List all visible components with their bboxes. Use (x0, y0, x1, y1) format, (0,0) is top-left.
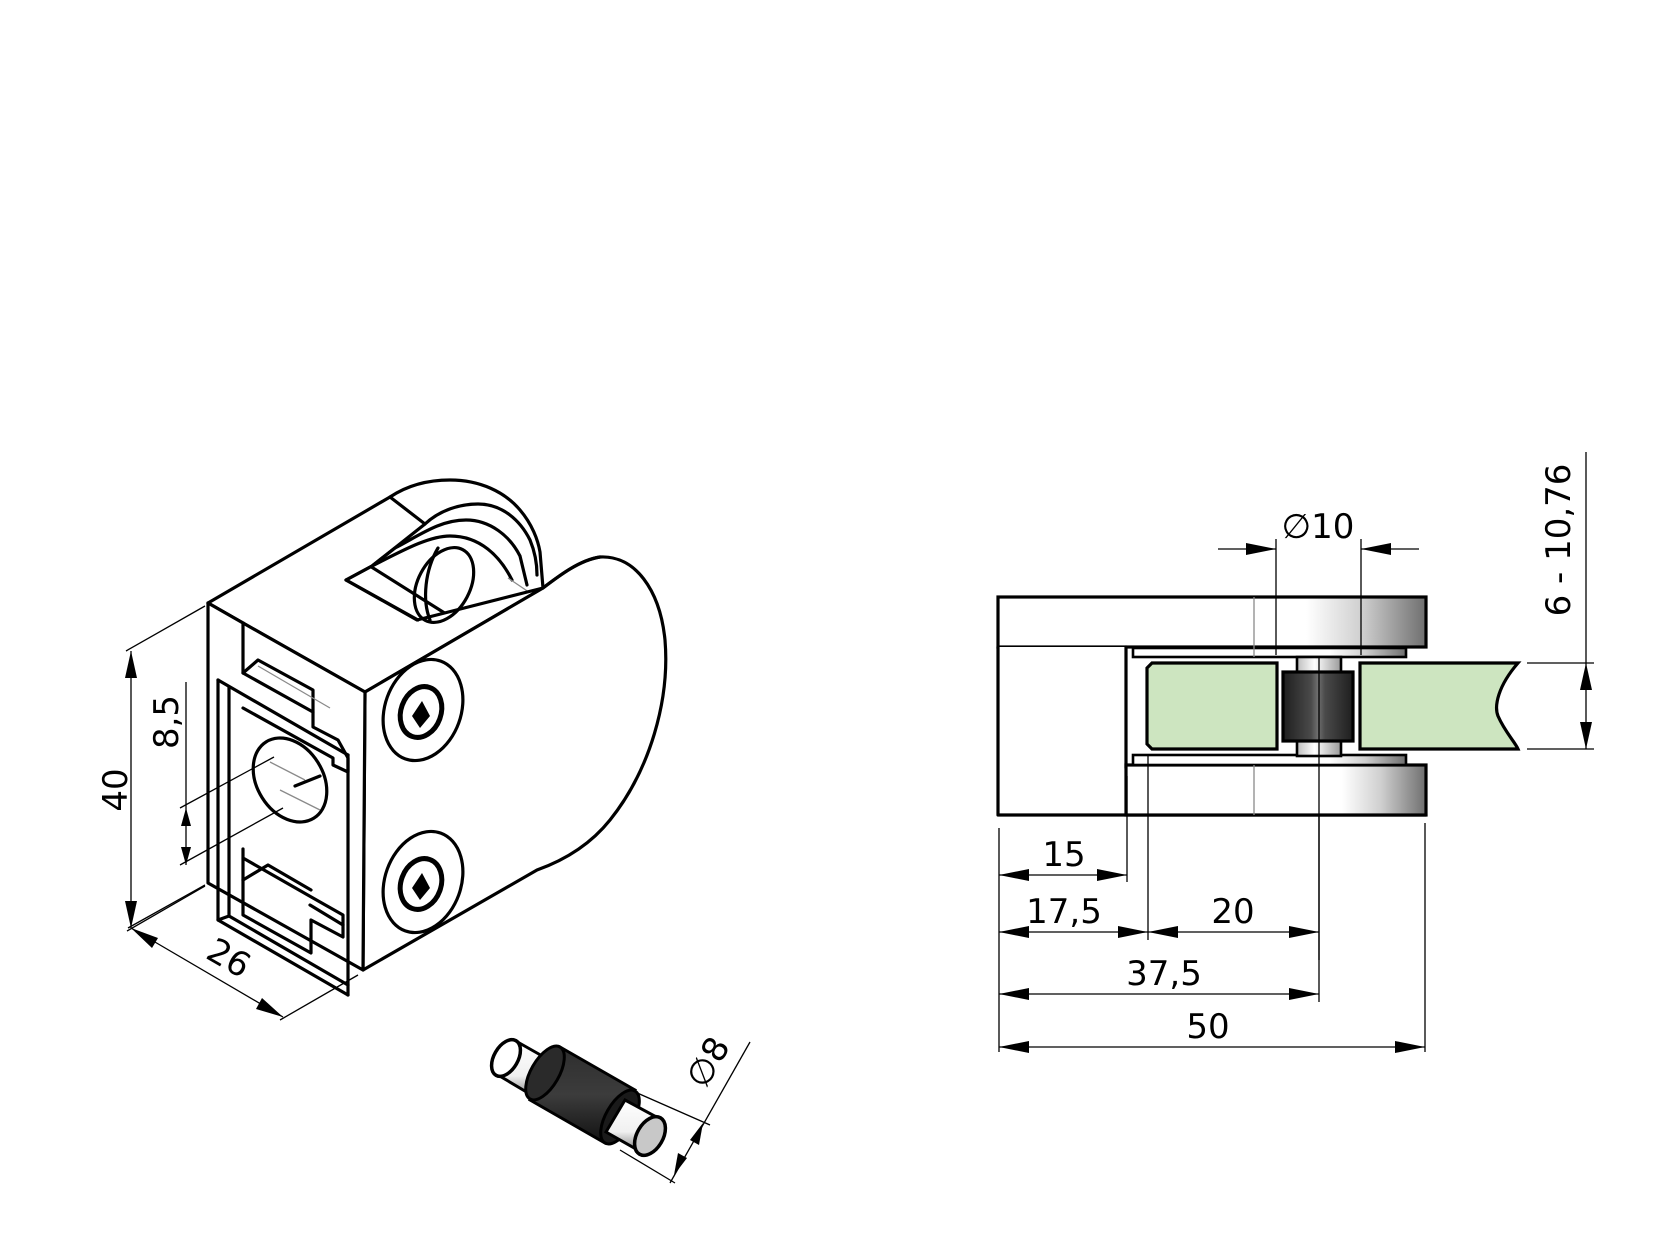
top-bar (996, 595, 1428, 649)
dim-slot-8-5: 8,5 (147, 682, 284, 866)
section-view: ∅10 6 - 10,76 15 17,5 (996, 452, 1594, 1053)
dim-20: 20 (1148, 892, 1319, 938)
dim-pin-diameter-10: ∅10 (1218, 507, 1419, 655)
dim-20-label: 20 (1211, 892, 1254, 932)
bottom-bar (1124, 763, 1428, 817)
screw-lower-icon (381, 829, 465, 935)
dim-10-label: ∅10 (1282, 507, 1355, 547)
dim-50: 50 (999, 1007, 1425, 1053)
clamp-body (998, 647, 1126, 765)
top-slot-hole (412, 546, 476, 624)
upper-gasket (1131, 646, 1408, 659)
dim-glass-thickness: 6 - 10,76 (1527, 452, 1594, 750)
dim-8-5-label: 8,5 (147, 695, 187, 749)
dim-50-label: 50 (1186, 1007, 1229, 1047)
dim-17-5-label: 17,5 (1026, 892, 1102, 932)
screw-upper-icon (381, 657, 465, 763)
dim-6-10-76-label: 6 - 10,76 (1539, 464, 1579, 617)
glass-left (1145, 661, 1279, 751)
dim-15-label: 15 (1042, 835, 1085, 875)
lower-gasket (1131, 753, 1408, 767)
pin-view: ∅8 (489, 1030, 751, 1184)
dim-37-5-label: 37,5 (1126, 954, 1202, 994)
glass-right (1358, 661, 1522, 751)
dim-17-5: 17,5 (999, 892, 1148, 938)
dim-40-label: 40 (96, 768, 136, 811)
dim-height-40: 40 (96, 605, 206, 929)
isometric-clamp-view: 40 8,5 26 (96, 478, 668, 1021)
dim-8-label: ∅8 (678, 1030, 738, 1094)
rubber-sleeve (1281, 670, 1355, 743)
dim-15: 15 (999, 835, 1127, 881)
dim-37-5: 37,5 (999, 954, 1319, 1000)
center-oval-hole (251, 736, 329, 824)
